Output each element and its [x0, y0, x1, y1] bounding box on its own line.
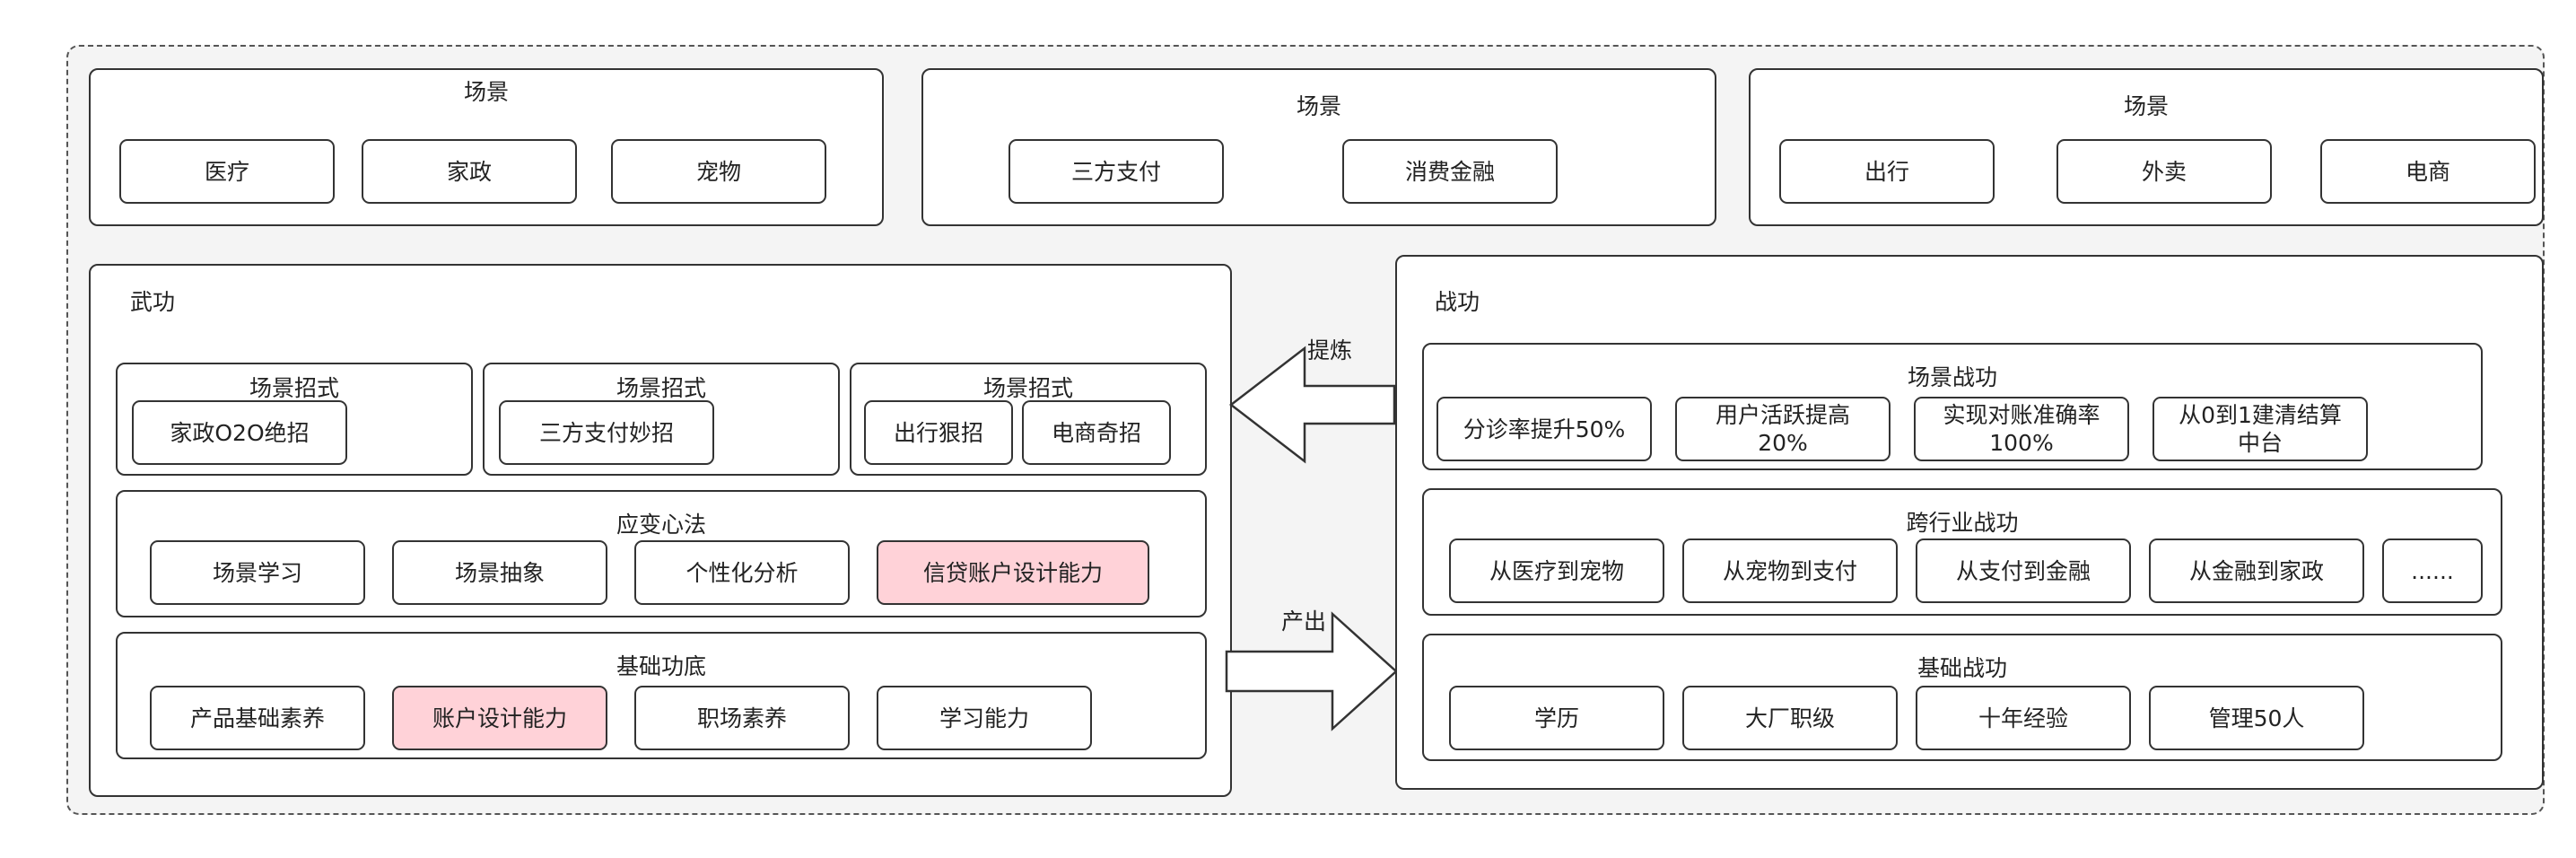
- basic-item-learning-ability: 学习能力: [877, 686, 1092, 750]
- scene-panel-title: 场景: [2123, 93, 2169, 119]
- achievement-reconciliation: 实现对账准确率100%: [1914, 397, 2129, 461]
- zhangong-panel: 战功 场景战功 分诊率提升50% 用户活跃提高20% 实现对账准确率100% 从…: [1395, 255, 2544, 790]
- basic-manage-50: 管理50人: [2149, 686, 2364, 750]
- cross-industry-panel: 跨行业战功 从医疗到宠物 从宠物到支付 从支付到金融 从金融到家政 ......: [1422, 488, 2502, 616]
- scene-panel-1: 场景 医疗 家政 宠物: [89, 68, 884, 226]
- cross-more: ......: [2382, 538, 2483, 603]
- move-panel-title: 场景招式: [249, 375, 339, 401]
- move-panel-1: 场景招式 家政O2O绝招: [116, 363, 473, 476]
- cross-finance-to-housekeeping: 从金融到家政: [2149, 538, 2364, 603]
- adapt-panel: 应变心法 场景学习 场景抽象 个性化分析 信贷账户设计能力: [116, 490, 1207, 617]
- scene-item-pet: 宠物: [611, 139, 826, 204]
- move-panel-2: 场景招式 三方支付妙招: [483, 363, 840, 476]
- basic-achievement-panel: 基础战功 学历 大厂职级 十年经验 管理50人: [1422, 634, 2502, 761]
- adapt-item-scene-abstraction: 场景抽象: [392, 540, 607, 605]
- move-panel-title: 场景招式: [616, 375, 706, 401]
- achievement-settlement-platform: 从0到1建清结算中台: [2152, 397, 2368, 461]
- scene-item-medical: 医疗: [119, 139, 335, 204]
- scene-panel-title: 场景: [463, 79, 509, 105]
- wugong-title: 武功: [130, 289, 176, 315]
- move-item-housekeeping-o2o: 家政O2O绝招: [132, 400, 347, 465]
- move-item-ecommerce: 电商奇招: [1022, 400, 1171, 465]
- scene-item-takeout: 外卖: [2056, 139, 2272, 204]
- move-panel-title: 场景招式: [982, 375, 1073, 401]
- basic-item-product-literacy: 产品基础素养: [150, 686, 365, 750]
- basic-panel-title: 基础功底: [616, 653, 706, 679]
- basic-item-workplace-literacy: 职场素养: [634, 686, 850, 750]
- wugong-panel: 武功 场景招式 家政O2O绝招 场景招式 三方支付妙招 场景招式 出行狠招 电商…: [89, 264, 1232, 797]
- move-panel-3: 场景招式 出行狠招 电商奇招: [850, 363, 1207, 476]
- scene-item-travel: 出行: [1779, 139, 1995, 204]
- basic-education: 学历: [1449, 686, 1664, 750]
- basic-ten-years: 十年经验: [1916, 686, 2131, 750]
- zhangong-title: 战功: [1435, 289, 1480, 315]
- scene-item-consumer-finance: 消费金融: [1342, 139, 1558, 204]
- scene-item-ecommerce: 电商: [2320, 139, 2536, 204]
- move-item-travel: 出行狠招: [864, 400, 1013, 465]
- cross-medical-to-pet: 从医疗到宠物: [1449, 538, 1664, 603]
- scene-panel-2: 场景 三方支付 消费金融: [921, 68, 1716, 226]
- cross-payment-to-finance: 从支付到金融: [1916, 538, 2131, 603]
- scene-item-third-party-payment: 三方支付: [1009, 139, 1224, 204]
- scene-panel-3: 场景 出行 外卖 电商: [1749, 68, 2544, 226]
- cross-industry-title: 跨行业战功: [1906, 510, 2019, 536]
- refine-label: 提炼: [1307, 337, 1353, 363]
- scene-item-housekeeping: 家政: [362, 139, 577, 204]
- scene-achievement-panel: 场景战功 分诊率提升50% 用户活跃提高20% 实现对账准确率100% 从0到1…: [1422, 343, 2483, 470]
- left-arrow-icon: [1228, 346, 1396, 464]
- cross-pet-to-payment: 从宠物到支付: [1682, 538, 1898, 603]
- scene-achievement-title: 场景战功: [1907, 364, 1997, 390]
- right-arrow-icon: [1225, 611, 1398, 731]
- basic-item-account-design: 账户设计能力: [392, 686, 607, 750]
- scene-panel-title: 场景: [1296, 93, 1341, 119]
- output-label: 产出: [1281, 608, 1327, 635]
- achievement-triage-rate: 分诊率提升50%: [1436, 397, 1652, 461]
- move-item-third-party-payment: 三方支付妙招: [499, 400, 714, 465]
- achievement-user-activity: 用户活跃提高20%: [1675, 397, 1891, 461]
- basic-achievement-title: 基础战功: [1917, 655, 2007, 681]
- adapt-item-credit-account-design: 信贷账户设计能力: [877, 540, 1149, 605]
- basic-panel: 基础功底 产品基础素养 账户设计能力 职场素养 学习能力: [116, 632, 1207, 759]
- basic-job-level: 大厂职级: [1682, 686, 1898, 750]
- adapt-panel-title: 应变心法: [616, 512, 706, 538]
- adapt-item-scene-learning: 场景学习: [150, 540, 365, 605]
- adapt-item-personalized-analysis: 个性化分析: [634, 540, 850, 605]
